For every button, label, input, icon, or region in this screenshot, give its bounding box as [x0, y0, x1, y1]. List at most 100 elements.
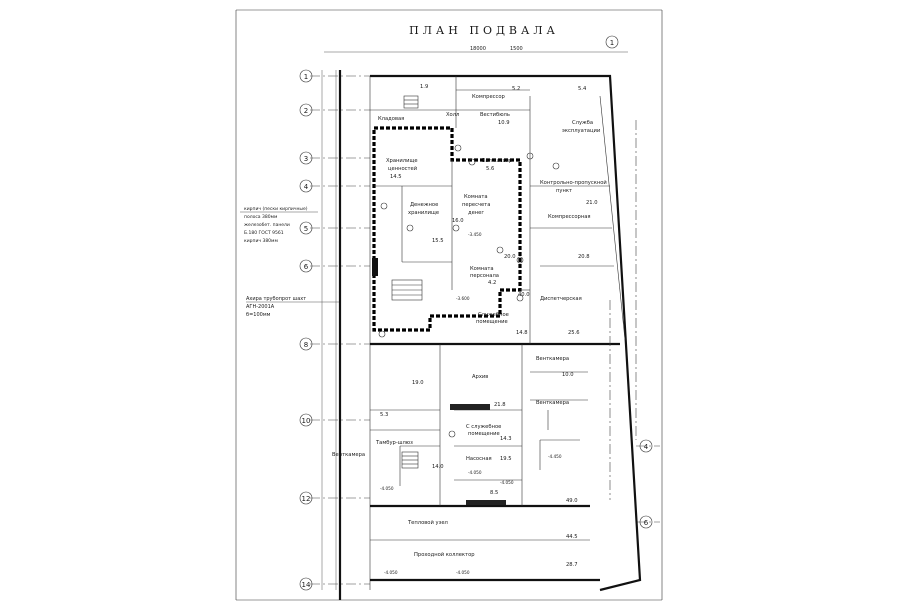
area-4-2: 4.2 — [488, 280, 496, 286]
axis-2: 2 — [304, 107, 308, 115]
room-komnata-pt: Комната — [470, 266, 494, 272]
room-komnata-pere: Комната — [464, 194, 488, 200]
room-arhiv: Архив — [472, 374, 488, 380]
column-markers — [378, 144, 560, 438]
right-axis-markers: 4 6 — [639, 439, 653, 529]
area-5-4: 5.4 — [578, 86, 587, 92]
area-40-0: 40.0 — [518, 292, 530, 298]
left-axis-markers: 1 2 3 4 5 6 8 10 12 14 — [299, 69, 313, 591]
level-6: -4.050 — [500, 480, 514, 485]
room-den-hran: Денежное — [410, 202, 438, 208]
area-19-5: 19.5 — [500, 456, 512, 462]
area-49-0: 49.0 — [566, 498, 578, 504]
grid-axes — [310, 75, 660, 585]
area-5-2: 5.2 — [512, 86, 520, 92]
area-8-5: 8.5 — [490, 490, 498, 496]
axis-8: 8 — [304, 341, 308, 349]
area-14-3: 14.3 — [500, 436, 512, 442]
room-sluzh-bez-2: помещение — [468, 431, 500, 437]
room-klad: Кладовая — [378, 116, 404, 122]
level-2: -3.450 — [468, 232, 482, 237]
room-ventkamera-3: Венткамера — [332, 452, 365, 458]
area-28-7: 28.7 — [566, 562, 578, 568]
axis-4: 4 — [304, 183, 309, 191]
area-14-5: 14.5 — [390, 174, 402, 180]
level-8: -4.050 — [384, 570, 398, 575]
room-hranil-2: ценностей — [388, 165, 417, 172]
axis-12: 12 — [302, 495, 311, 503]
level-7: -4.050 — [456, 570, 470, 575]
room-komnata-pere-3: денег — [468, 210, 484, 216]
area-16-0: 16.0 — [452, 218, 464, 224]
area-21-8: 21.8 — [494, 402, 506, 408]
pipe-note: Ахира трубопрот шахт АГН-2001А б=100мм — [246, 296, 340, 318]
pipe-note-1: Ахира трубопрот шахт — [246, 296, 306, 302]
room-komnata-pt-2: персонала — [470, 273, 499, 279]
room-hall: Холл — [446, 112, 459, 118]
axis-marker-top — [605, 35, 619, 49]
room-kontrol-2: пункт — [556, 188, 572, 194]
stair-blocks — [372, 95, 506, 505]
pipe-note-3: б=100мм — [246, 312, 271, 318]
axis-1: 1 — [304, 73, 308, 81]
dim-1500: 1500 — [510, 46, 523, 52]
axis-label-top: 1 — [610, 39, 614, 47]
room-sluzhb-pom-2: помещение — [476, 319, 508, 325]
room-den-hran-2: хранилище — [408, 210, 439, 216]
area-1-9: 1.9 — [420, 84, 428, 90]
legend-note-5: кирпич 380мм — [244, 238, 278, 244]
pipe-note-2: АГН-2001А — [246, 304, 275, 310]
room-teplovoi: Тепловой узел — [407, 519, 448, 526]
outer-wall-right — [370, 74, 642, 592]
room-dispatch: Диспетчерская — [540, 296, 582, 302]
area-20-0: 20.0 — [504, 254, 516, 260]
area-10-0: 10.0 — [562, 372, 574, 378]
room-nasosnaya: Насосная — [466, 456, 492, 462]
legend-note-1: кирпич (пески кирпичные) — [244, 206, 308, 212]
area-20-8: 20.8 — [578, 254, 590, 260]
level-5: -4.050 — [468, 470, 482, 475]
area-14-8: 14.8 — [516, 330, 528, 336]
room-tambur: Тамбур-шлюз — [375, 440, 413, 446]
room-labels: 1.9 Компрессор 5.2 5.4 Холл Вестибюль 10… — [332, 84, 607, 568]
axis-6: 6 — [304, 263, 309, 271]
area-14-0: 14.0 — [432, 464, 444, 470]
room-kompress-2: Компрессорная — [548, 214, 591, 220]
level-3: -4.050 — [380, 486, 394, 491]
axis-14: 14 — [302, 581, 311, 589]
dim-18000: 18000 — [470, 46, 486, 52]
axis-right-4: 4 — [644, 443, 649, 451]
area-10-9: 10.9 — [498, 120, 510, 126]
area-25-6: 25.6 — [568, 330, 580, 336]
level-4: -4.450 — [548, 454, 562, 459]
area-5-6: 5.6 — [486, 166, 494, 172]
room-hranil: Хранилище — [386, 158, 418, 164]
level-marks: -3.600 -3.450 -4.050 -4.450 -4.050 -4.05… — [380, 232, 562, 575]
room-vestibule: Вестибюль — [480, 112, 510, 118]
room-sluzh-bez: С служебное — [466, 424, 501, 430]
room-kompressor-top: Компрессор — [472, 94, 506, 100]
vault-heavy-outline — [372, 126, 522, 332]
area-44-5: 44.5 — [566, 534, 578, 540]
room-ventkamera-2: Венткамера — [536, 400, 569, 406]
area-5-3: 5.3 — [380, 412, 388, 418]
area-15-5: 15.5 — [432, 238, 444, 244]
room-sluzhb-pom: Служебное — [478, 312, 509, 318]
level-1: -3.600 — [456, 296, 470, 301]
plan-title: ПЛАН ПОДВАЛА — [409, 24, 559, 37]
area-19-0: 19.0 — [412, 380, 424, 386]
axis-3: 3 — [304, 155, 308, 163]
legend-note-2: полоса 380мм — [244, 214, 277, 220]
legend-note-4: Б.180 ГОСТ 9561 — [244, 230, 284, 236]
room-prohodnoi: Проходной коллектор — [414, 551, 475, 558]
legend-notes: кирпич (пески кирпичные) полоса 380мм же… — [240, 206, 318, 244]
right-slant-wall — [599, 95, 626, 341]
area-21-0: 21.0 — [586, 200, 598, 206]
room-sluzhba-2: эксплуатации — [562, 128, 600, 134]
room-kontrol: Контрольно-пропускной — [540, 179, 607, 186]
room-sluzhba: Служба — [572, 120, 593, 126]
room-zal-kassy: Зал кассир — [482, 158, 513, 164]
legend-note-3: железобет. панели — [244, 222, 290, 228]
